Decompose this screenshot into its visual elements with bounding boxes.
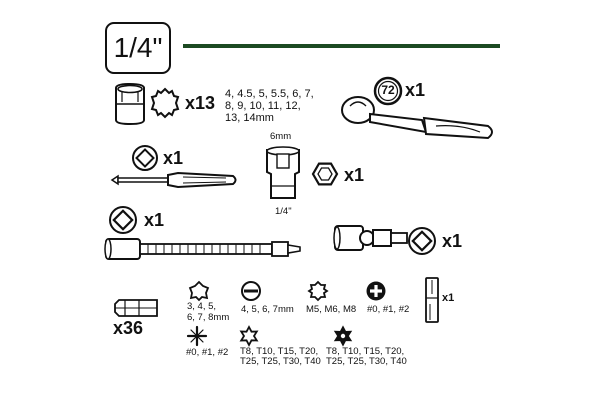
bit-driver-icon — [110, 171, 237, 189]
ratchet-teeth-badge — [373, 76, 403, 106]
slotted-bit-icon — [241, 281, 261, 301]
torx-bits-line2: T25, T25, T30, T40 — [240, 356, 321, 367]
torx-tamper-bit-icon — [333, 325, 353, 347]
bits-qty: x36 — [113, 318, 144, 338]
title-rule — [183, 44, 500, 48]
pozi-bit-icon — [186, 325, 208, 347]
spline-bits-label: M5, M6, M8 — [306, 304, 357, 315]
sockets-sizes-line3: 13, 14mm — [225, 112, 274, 124]
pozi-bits-label: #0, #1, #2 — [186, 347, 229, 358]
torx-tamper-bits-line1: T8, T10, T15, T20, — [326, 346, 405, 357]
hex-bits-line2: 6, 7, 8mm — [187, 312, 230, 323]
bit-holder-qty: x1 — [442, 292, 455, 304]
torx-bit-icon — [239, 325, 259, 347]
square-drive-icon — [109, 206, 137, 234]
flexible-extension-icon — [104, 238, 301, 260]
spline-bit-icon — [307, 280, 329, 302]
bit-adapter-icon — [266, 146, 300, 199]
slotted-bits-label: 4, 5, 6, 7mm — [241, 304, 294, 315]
hex-socket-icon — [311, 162, 339, 186]
socket-icon — [115, 82, 145, 126]
phillips-bits-label: #0, #1, #2 — [367, 304, 410, 315]
sockets-qty: x13 — [185, 93, 216, 113]
12-point-socket-icon — [150, 87, 180, 119]
adapter-bottom-label: 1/4" — [275, 206, 292, 217]
square-drive-icon — [408, 227, 436, 255]
hex-bits-line1: 3, 4, 5, — [187, 301, 217, 312]
adapter-qty: x1 — [344, 165, 365, 185]
bits-icon — [114, 299, 158, 317]
universal-joint-icon — [333, 225, 408, 251]
torx-tamper-bits-line2: T25, T25, T30, T40 — [326, 356, 407, 367]
sockets-sizes-line2: 8, 9, 10, 11, 12, — [225, 100, 301, 112]
sockets-sizes-line1: 4, 4.5, 5, 5.5, 6, 7, — [225, 88, 314, 100]
screwdriver-qty: x1 — [163, 148, 184, 168]
ratchet-icon — [341, 96, 493, 140]
ratchet-qty: x1 — [405, 80, 426, 100]
flex-extension-qty: x1 — [144, 210, 165, 230]
phillips-bit-icon — [366, 281, 386, 301]
adapter-top-label: 6mm — [270, 131, 292, 142]
universal-joint-qty: x1 — [442, 231, 463, 251]
bit-holder-icon — [425, 277, 439, 323]
torx-bits-line1: T8, T10, T15, T20, — [240, 346, 319, 357]
square-drive-icon — [132, 145, 158, 171]
ratchet-teeth-label: 72 — [381, 83, 395, 97]
hex-bit-icon — [188, 280, 210, 302]
page-title: 1/4" — [105, 22, 171, 74]
